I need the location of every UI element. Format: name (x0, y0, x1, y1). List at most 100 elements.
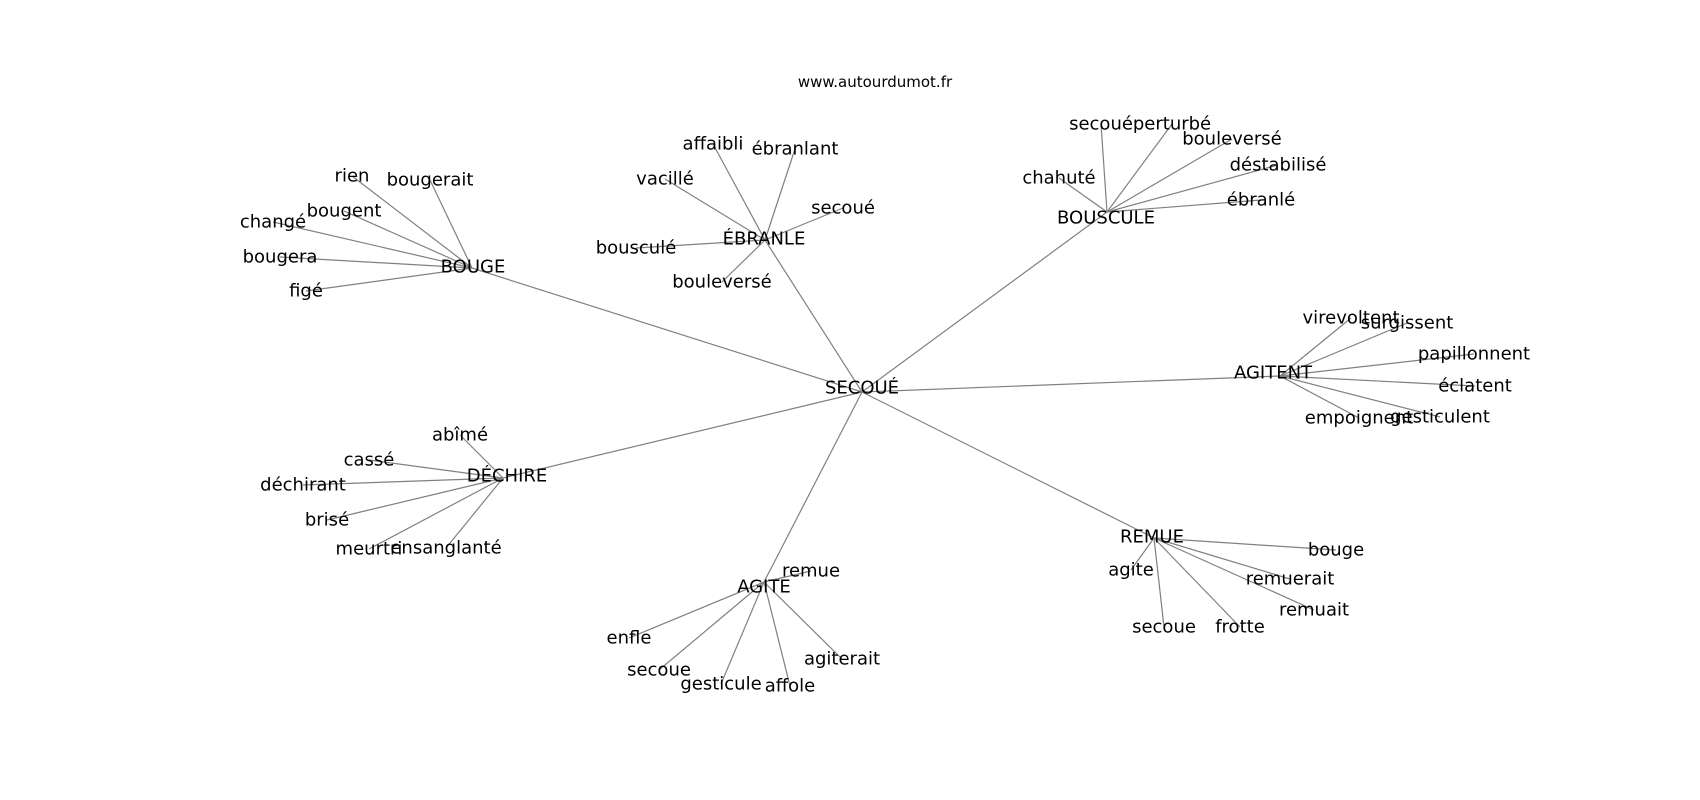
group-node-label[interactable]: BOUSCULE (1057, 208, 1155, 229)
word-node-label[interactable]: affaibli (683, 134, 744, 155)
edge-6-5 (1153, 537, 1241, 628)
word-node-label[interactable]: enfle (607, 628, 652, 649)
edge-0-3 (272, 221, 473, 269)
word-node-label[interactable]: frotte (1215, 617, 1265, 638)
word-node-label[interactable]: rien (335, 166, 370, 187)
edge-center-1 (764, 239, 863, 393)
word-node-label[interactable]: changé (240, 212, 306, 233)
edge-3-2 (1279, 353, 1475, 377)
edge-1-2 (664, 178, 766, 241)
edge-6-3 (1153, 537, 1315, 611)
edge-2-3 (1106, 164, 1279, 213)
word-node-label[interactable]: secoue (627, 660, 691, 681)
edge-3-1 (1279, 322, 1408, 377)
word-node-label[interactable]: bougent (307, 201, 382, 222)
word-node-label[interactable]: cassé (344, 450, 395, 471)
edge-3-0 (1279, 317, 1352, 377)
edge-5-0 (763, 570, 812, 583)
word-node-label[interactable]: gesticulent (1390, 407, 1490, 428)
site-label[interactable]: www.autourdumot.fr (798, 73, 953, 91)
edge-0-0 (351, 175, 473, 269)
edge-4-2 (302, 477, 504, 486)
word-node-label[interactable]: perturbé (1133, 114, 1211, 135)
word-node-label[interactable]: remuerait (1246, 569, 1335, 590)
word-node-label[interactable]: virevoltent (1303, 308, 1400, 329)
edge-3-5 (1279, 375, 1441, 418)
word-node-label[interactable]: brisé (305, 510, 349, 531)
word-node-label[interactable]: bougerait (387, 170, 474, 191)
word-node-label[interactable]: bouleversé (672, 272, 772, 293)
edge-4-4 (368, 477, 504, 550)
edge-center-2 (861, 211, 1108, 393)
word-node-label[interactable]: surgissent (1361, 313, 1454, 334)
edge-1-5 (721, 239, 766, 283)
edge-5-1 (628, 581, 765, 639)
word-node-label[interactable]: empoignent (1305, 408, 1413, 429)
edge-2-2 (1106, 138, 1233, 213)
word-node-label[interactable]: bousculé (596, 238, 677, 259)
word-node-label[interactable]: agiterait (804, 649, 880, 670)
group-node-label[interactable]: AGITENT (1234, 363, 1313, 384)
edge-4-3 (326, 477, 504, 521)
edge-2-4 (1058, 177, 1108, 213)
edge-5-5 (763, 581, 843, 660)
word-node-label[interactable]: bouge (1308, 540, 1364, 561)
edge-5-4 (763, 581, 791, 687)
word-node-label[interactable]: chahuté (1022, 168, 1095, 189)
word-node-label[interactable]: remue (782, 561, 840, 582)
group-node-label[interactable]: ÉBRANLE (723, 228, 806, 250)
group-node-label[interactable]: DÉCHIRE (467, 465, 548, 487)
word-node-label[interactable]: meurtri (336, 539, 403, 560)
edge-4-1 (368, 459, 504, 479)
graph-edges (272, 123, 1476, 687)
word-node-label[interactable]: ensanglanté (390, 538, 501, 559)
edge-2-1 (1106, 123, 1173, 213)
word-node-label[interactable]: abîmé (432, 425, 488, 446)
edge-1-3 (764, 207, 844, 241)
word-node-label[interactable]: papillonnent (1418, 344, 1530, 365)
edge-2-5 (1106, 199, 1262, 213)
edge-4-5 (445, 477, 504, 549)
edge-0-5 (305, 267, 473, 292)
word-node-label[interactable]: déstabilisé (1230, 155, 1327, 176)
edge-center-6 (861, 391, 1155, 539)
edge-0-4 (279, 256, 473, 269)
edge-5-2 (658, 581, 765, 671)
edge-3-3 (1279, 375, 1476, 387)
word-node-label[interactable]: remuait (1279, 600, 1349, 621)
edge-5-3 (720, 581, 765, 685)
word-node-label[interactable]: éclatent (1438, 376, 1512, 397)
group-node-label[interactable]: BOUGE (441, 257, 506, 278)
word-node-label[interactable]: secoué (811, 198, 875, 219)
word-node-label[interactable]: bougera (243, 247, 318, 268)
edge-6-2 (1153, 537, 1291, 580)
word-node-label[interactable]: ébranlant (752, 139, 839, 160)
edge-1-0 (712, 143, 766, 241)
word-node-label[interactable]: ébranlé (1227, 190, 1295, 211)
group-node-label[interactable]: AGITE (737, 577, 791, 598)
edge-center-4 (502, 391, 863, 479)
word-node-label[interactable]: vacillé (636, 169, 694, 190)
word-node-label[interactable]: affole (765, 676, 816, 697)
word-node-label[interactable]: déchirant (260, 475, 346, 496)
edge-center-5 (763, 391, 863, 583)
word-node-label[interactable]: agite (1108, 560, 1154, 581)
word-node-label[interactable]: gesticule (680, 674, 761, 695)
edge-6-1 (1130, 537, 1155, 571)
edge-6-0 (1153, 537, 1337, 551)
edge-4-0 (459, 434, 504, 479)
edge-1-4 (635, 239, 766, 249)
edge-1-1 (764, 148, 796, 241)
word-node-label[interactable]: bouleversé (1182, 129, 1282, 150)
word-node-label[interactable]: figé (289, 281, 323, 302)
edge-2-0 (1100, 123, 1108, 213)
edge-0-1 (429, 179, 473, 269)
word-node-label[interactable]: secoue (1132, 617, 1196, 638)
word-node-label[interactable]: secoué (1069, 114, 1133, 135)
center-node-label[interactable]: SECOUÉ (825, 377, 899, 399)
group-node-label[interactable]: REMUE (1120, 527, 1184, 548)
edge-center-0 (471, 267, 863, 393)
